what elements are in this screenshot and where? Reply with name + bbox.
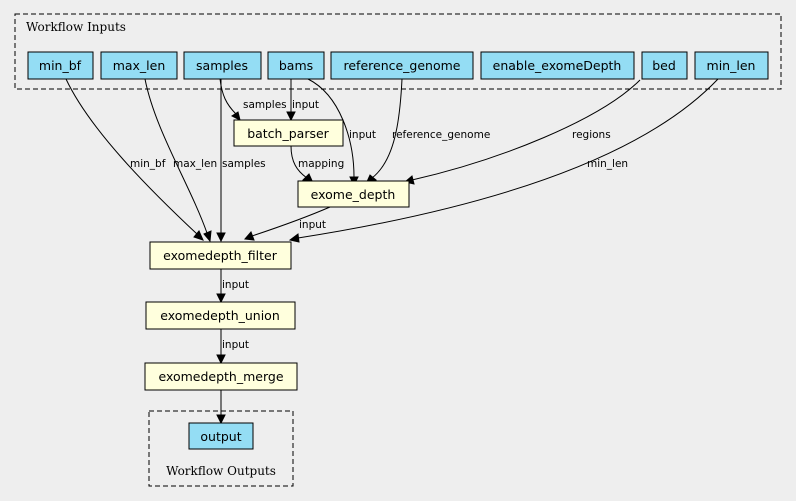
edge-union-merge-arrow (216, 354, 226, 365)
edge-min-bf-filter (65, 78, 198, 235)
step-label-exome-depth: exome_depth (311, 187, 396, 202)
edge-min-len-filter-arrow (288, 233, 300, 243)
edge-samples-batch-parser (219, 78, 237, 115)
edge-merge-output-arrow (216, 414, 226, 425)
input-label-enable-exomedepth: enable_exomeDepth (493, 58, 622, 73)
edge-label-min-bf-filter: min_bf (130, 158, 166, 170)
output-label-output: output (200, 429, 241, 444)
step-node-exomedepth-union[interactable]: exomedepth_union (145, 301, 296, 330)
step-label-exomedepth-filter: exomedepth_filter (163, 248, 278, 263)
input-node-bed[interactable]: bed (641, 51, 688, 80)
edge-batch-parser-exome-depth (290, 145, 308, 179)
edge-label-union-merge: input (222, 339, 249, 351)
workflow-inputs-cluster (14, 13, 782, 90)
edge-label-samples-batch-parser: samples (243, 99, 287, 111)
step-node-batch-parser[interactable]: batch_parser (233, 119, 344, 147)
edge-exome-depth-filter-arrow (244, 231, 255, 241)
step-label-exomedepth-merge: exomedepth_merge (158, 369, 283, 384)
edge-max-len-filter (144, 78, 208, 234)
edge-samples-batch-parser-arrow (231, 111, 241, 121)
workflow-outputs-label: Workflow Outputs (166, 464, 276, 478)
edge-max-len-filter-arrow (203, 230, 212, 243)
step-label-batch-parser: batch_parser (247, 126, 329, 141)
workflow-inputs-label: Workflow Inputs (26, 20, 126, 34)
edge-reference-genome-exome-depth (371, 78, 403, 179)
edge-label-samples-filter: samples (222, 158, 266, 170)
edge-label-bed-exome-depth: regions (572, 129, 611, 141)
output-node-output[interactable]: output (188, 422, 254, 450)
input-label-reference-genome: reference_genome (344, 58, 461, 73)
edge-label-filter-union: input (222, 279, 249, 291)
edge-label-bams-batch-parser: input (292, 99, 319, 111)
input-node-samples[interactable]: samples (183, 51, 262, 80)
edge-min-len-filter (297, 78, 719, 239)
input-node-min-bf[interactable]: min_bf (27, 51, 94, 80)
step-node-exome-depth[interactable]: exome_depth (297, 180, 410, 208)
input-node-min-len[interactable]: min_len (694, 51, 769, 80)
step-label-exomedepth-union: exomedepth_union (160, 308, 280, 323)
edge-label-bams-exome-depth: input (349, 129, 376, 141)
input-label-samples: samples (196, 58, 248, 73)
edge-min-bf-filter-arrow (193, 230, 204, 241)
input-label-max-len: max_len (113, 58, 166, 73)
edge-label-reference-genome-exome-depth: reference_genome (392, 129, 490, 141)
edge-label-max-len-filter: max_len (173, 158, 217, 170)
step-node-exomedepth-merge[interactable]: exomedepth_merge (144, 362, 298, 391)
input-node-max-len[interactable]: max_len (100, 51, 178, 80)
input-label-min-len: min_len (707, 58, 756, 73)
edge-exome-depth-filter (251, 206, 331, 237)
edge-label-min-len-filter: min_len (587, 158, 628, 170)
input-node-bams[interactable]: bams (267, 51, 325, 80)
input-label-bams: bams (279, 58, 313, 73)
step-node-exomedepth-filter[interactable]: exomedepth_filter (149, 241, 292, 270)
input-node-enable-exomedepth[interactable]: enable_exomeDepth (480, 51, 635, 80)
edge-bams-batch-parser-arrow (286, 111, 296, 122)
input-label-bed: bed (652, 58, 676, 73)
edge-samples-filter-arrow (216, 232, 226, 243)
edge-label-batch-parser-exome-depth: mapping (298, 158, 344, 170)
input-label-min-bf: min_bf (39, 58, 82, 73)
input-node-reference-genome[interactable]: reference_genome (330, 51, 474, 80)
edge-label-exome-depth-filter: input (299, 219, 326, 231)
edge-bed-exome-depth (411, 79, 641, 181)
edge-filter-union-arrow (216, 293, 226, 304)
